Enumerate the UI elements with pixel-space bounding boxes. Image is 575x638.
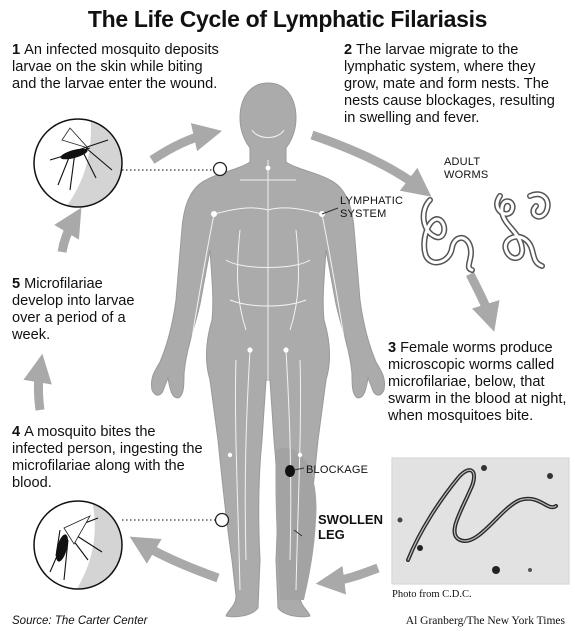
step-number: 5 — [12, 276, 21, 292]
source-credit: Source: The Carter Center — [12, 615, 148, 627]
photo-credit: Photo from C.D.C. — [392, 589, 472, 600]
step-text: The larvae migrate to the lymphatic syst… — [344, 42, 555, 126]
step-text: Microfilariae develop into larvae over a… — [12, 276, 135, 343]
step-number: 4 — [12, 424, 21, 440]
step-number: 1 — [12, 42, 21, 58]
blockage-label: BLOCKAGE — [306, 464, 369, 476]
step-text: An infected mosquito deposits larvae on … — [12, 42, 219, 92]
bite-marker-bottom — [214, 512, 230, 528]
step-number: 2 — [344, 42, 353, 58]
diagram-title: The Life Cycle of Lymphatic Filariasis — [87, 6, 488, 32]
step-text: Female worms produce microscopic worms c… — [388, 340, 567, 424]
artist-credit: Al Granberg/The New York Times — [405, 615, 565, 627]
step-text: A mosquito bites the infected person, in… — [12, 424, 203, 491]
adult-worms-label: ADULT WORMS — [444, 156, 489, 181]
lymphatic-system-label: LYMPHATIC SYSTEM — [340, 195, 404, 220]
bite-marker-top — [212, 161, 228, 177]
human-figure — [151, 82, 385, 618]
mosquito-inset-bottom — [33, 500, 123, 590]
step-number: 3 — [388, 340, 397, 356]
mosquito-inset-top — [33, 118, 123, 208]
swollen-leg-label: SWOLLEN LEG — [318, 512, 383, 542]
cycle-arrows — [23, 123, 500, 595]
adult-worms-illustration — [420, 191, 551, 273]
microfilariae-photo — [391, 457, 570, 585]
